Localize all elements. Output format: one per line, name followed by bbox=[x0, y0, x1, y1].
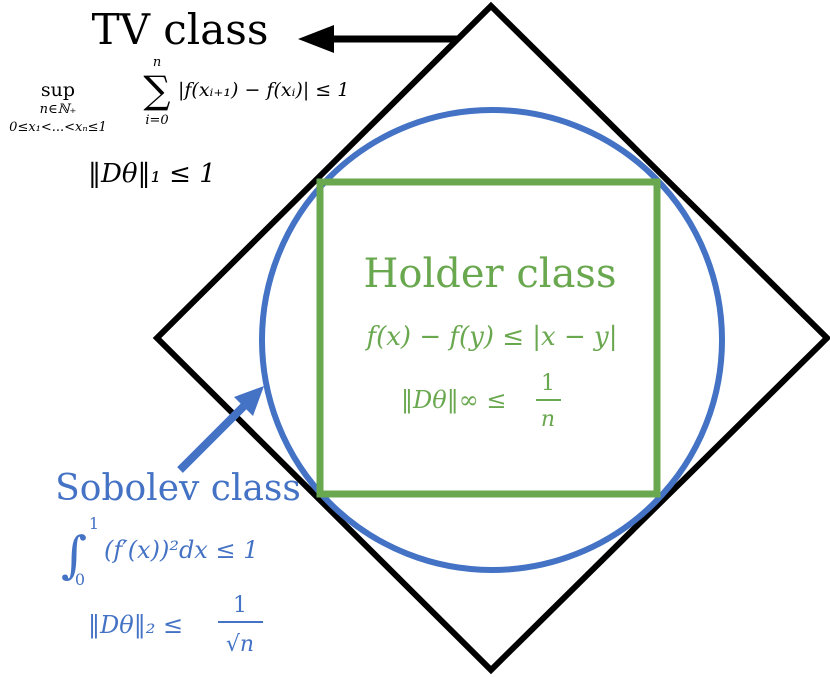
arrow-left-icon bbox=[298, 25, 458, 53]
tv-class-label-group: TV class sup n∈ℕ₊ 0≤x₁<...<xₙ≤1 n ∑ i=0 … bbox=[9, 5, 349, 189]
holder-norm-numerator: 1 bbox=[541, 371, 555, 396]
sobolev-norm-denominator: √n bbox=[226, 632, 254, 657]
arrow-up-right-icon bbox=[177, 386, 264, 473]
tv-sum-body: |f(xᵢ₊₁) − f(xᵢ)| ≤ 1 bbox=[178, 79, 349, 101]
sobolev-norm-numerator: 1 bbox=[233, 593, 247, 618]
sobolev-integral-lower: 0 bbox=[75, 570, 85, 589]
sobolev-class-title: Sobolev class bbox=[55, 468, 301, 509]
sobolev-integral-body: (f′(x))²dx ≤ 1 bbox=[104, 536, 258, 564]
tv-sup-subscript-1: n∈ℕ₊ bbox=[40, 102, 77, 117]
tv-sum-symbol: ∑ bbox=[143, 68, 170, 112]
tv-class-diamond bbox=[152, 1, 830, 675]
tv-sup-subscript-2: 0≤x₁<...<xₙ≤1 bbox=[9, 120, 107, 135]
holder-norm-lhs: ‖Dθ‖∞ ≤ bbox=[401, 386, 506, 415]
sobolev-class-label-group: Sobolev class ∫ 1 0 (f′(x))²dx ≤ 1 ‖Dθ‖₂… bbox=[55, 468, 301, 657]
sobolev-class-circle bbox=[259, 107, 725, 573]
tv-sum-lower: i=0 bbox=[145, 113, 168, 128]
tv-norm-constraint: ‖Dθ‖₁ ≤ 1 bbox=[88, 159, 216, 189]
holder-class-square bbox=[316, 178, 661, 498]
holder-condition: f(x) − f(y) ≤ |x − y| bbox=[365, 322, 618, 352]
holder-class-label-group: Holder class f(x) − f(y) ≤ |x − y| ‖Dθ‖∞… bbox=[364, 251, 618, 432]
holder-class-title: Holder class bbox=[364, 251, 617, 297]
holder-norm-denominator: n bbox=[541, 407, 555, 432]
sobolev-norm-lhs: ‖Dθ‖₂ ≤ bbox=[88, 611, 183, 640]
sobolev-integral-symbol: ∫ bbox=[61, 526, 87, 584]
tv-class-title: TV class bbox=[92, 5, 269, 54]
tv-sum-upper: n bbox=[153, 55, 161, 70]
tv-sup-operator: sup bbox=[41, 79, 75, 101]
sobolev-integral-upper: 1 bbox=[89, 514, 99, 533]
